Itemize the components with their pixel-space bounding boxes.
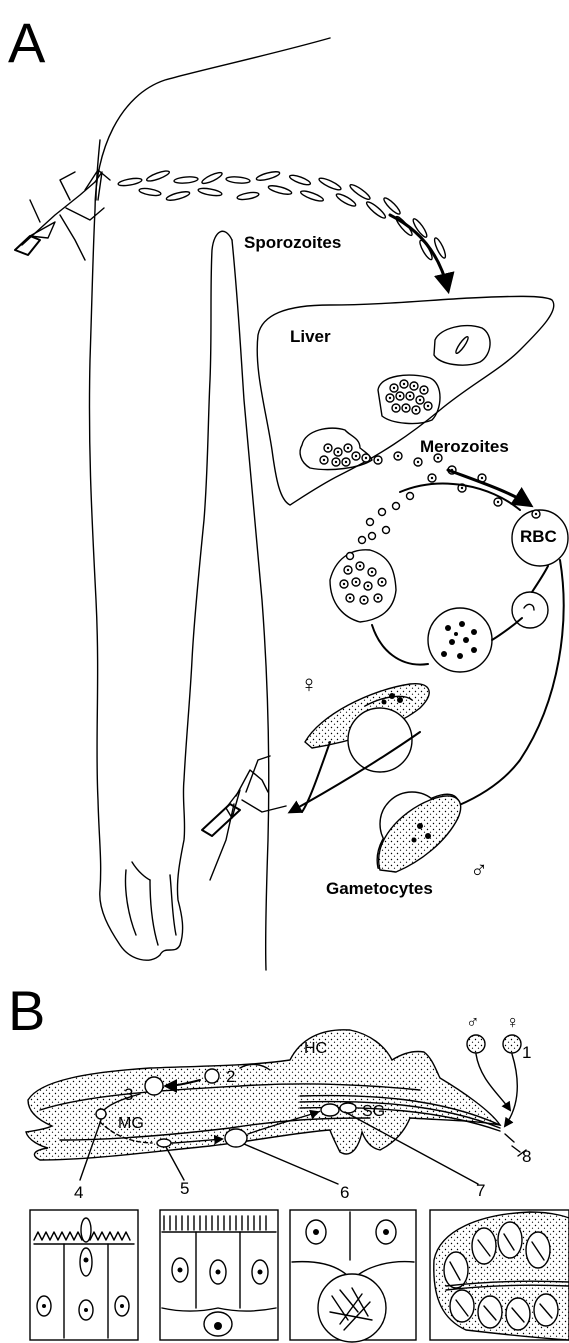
stage-1: 1 [522,1043,531,1062]
stage-3: 3 [124,1085,133,1104]
panel-b: B ♂ ♀ [8,979,569,1342]
sporozoites-label: Sporozoites [244,233,341,252]
human-arm-outline [89,38,330,970]
mosquito-top [15,170,110,260]
male-symbol-a: ♂ [470,857,488,884]
inset-7 [430,1210,569,1340]
mosquito-bottom [202,756,286,880]
trophozoite-rbc [428,608,492,672]
merozoites-label: Merozoites [420,437,509,456]
female-symbol-b: ♀ [506,1012,520,1032]
inset-5 [160,1210,278,1340]
mosquito-gut-outline [26,1030,500,1160]
rupturing-merozoites [320,444,382,466]
gametocytes-label: Gametocytes [326,879,433,898]
blood-schizont-nuclei [340,562,386,604]
liver-label: Liver [290,327,331,346]
stage-8: 8 [522,1147,531,1166]
panel-a-letter: A [8,11,46,74]
panel-b-letter: B [8,979,45,1042]
rbc-label: RBC [520,527,557,546]
hc-label: HC [304,1040,327,1057]
stage-2: 2 [226,1067,235,1086]
stage-5: 5 [180,1179,189,1198]
female-symbol-a: ♀ [300,671,318,698]
sg-label: SG [362,1103,385,1120]
male-symbol-b: ♂ [466,1012,480,1032]
sporozoites-stream [118,169,448,290]
gametocytes-group [290,684,461,872]
inset-4 [30,1210,138,1340]
stage-6: 6 [340,1183,349,1202]
stage-4: 4 [74,1183,83,1202]
schizont-nuclei [386,380,432,414]
panel-a: A [8,11,568,970]
inset-6 [290,1210,416,1342]
mg-label: MG [118,1115,144,1132]
